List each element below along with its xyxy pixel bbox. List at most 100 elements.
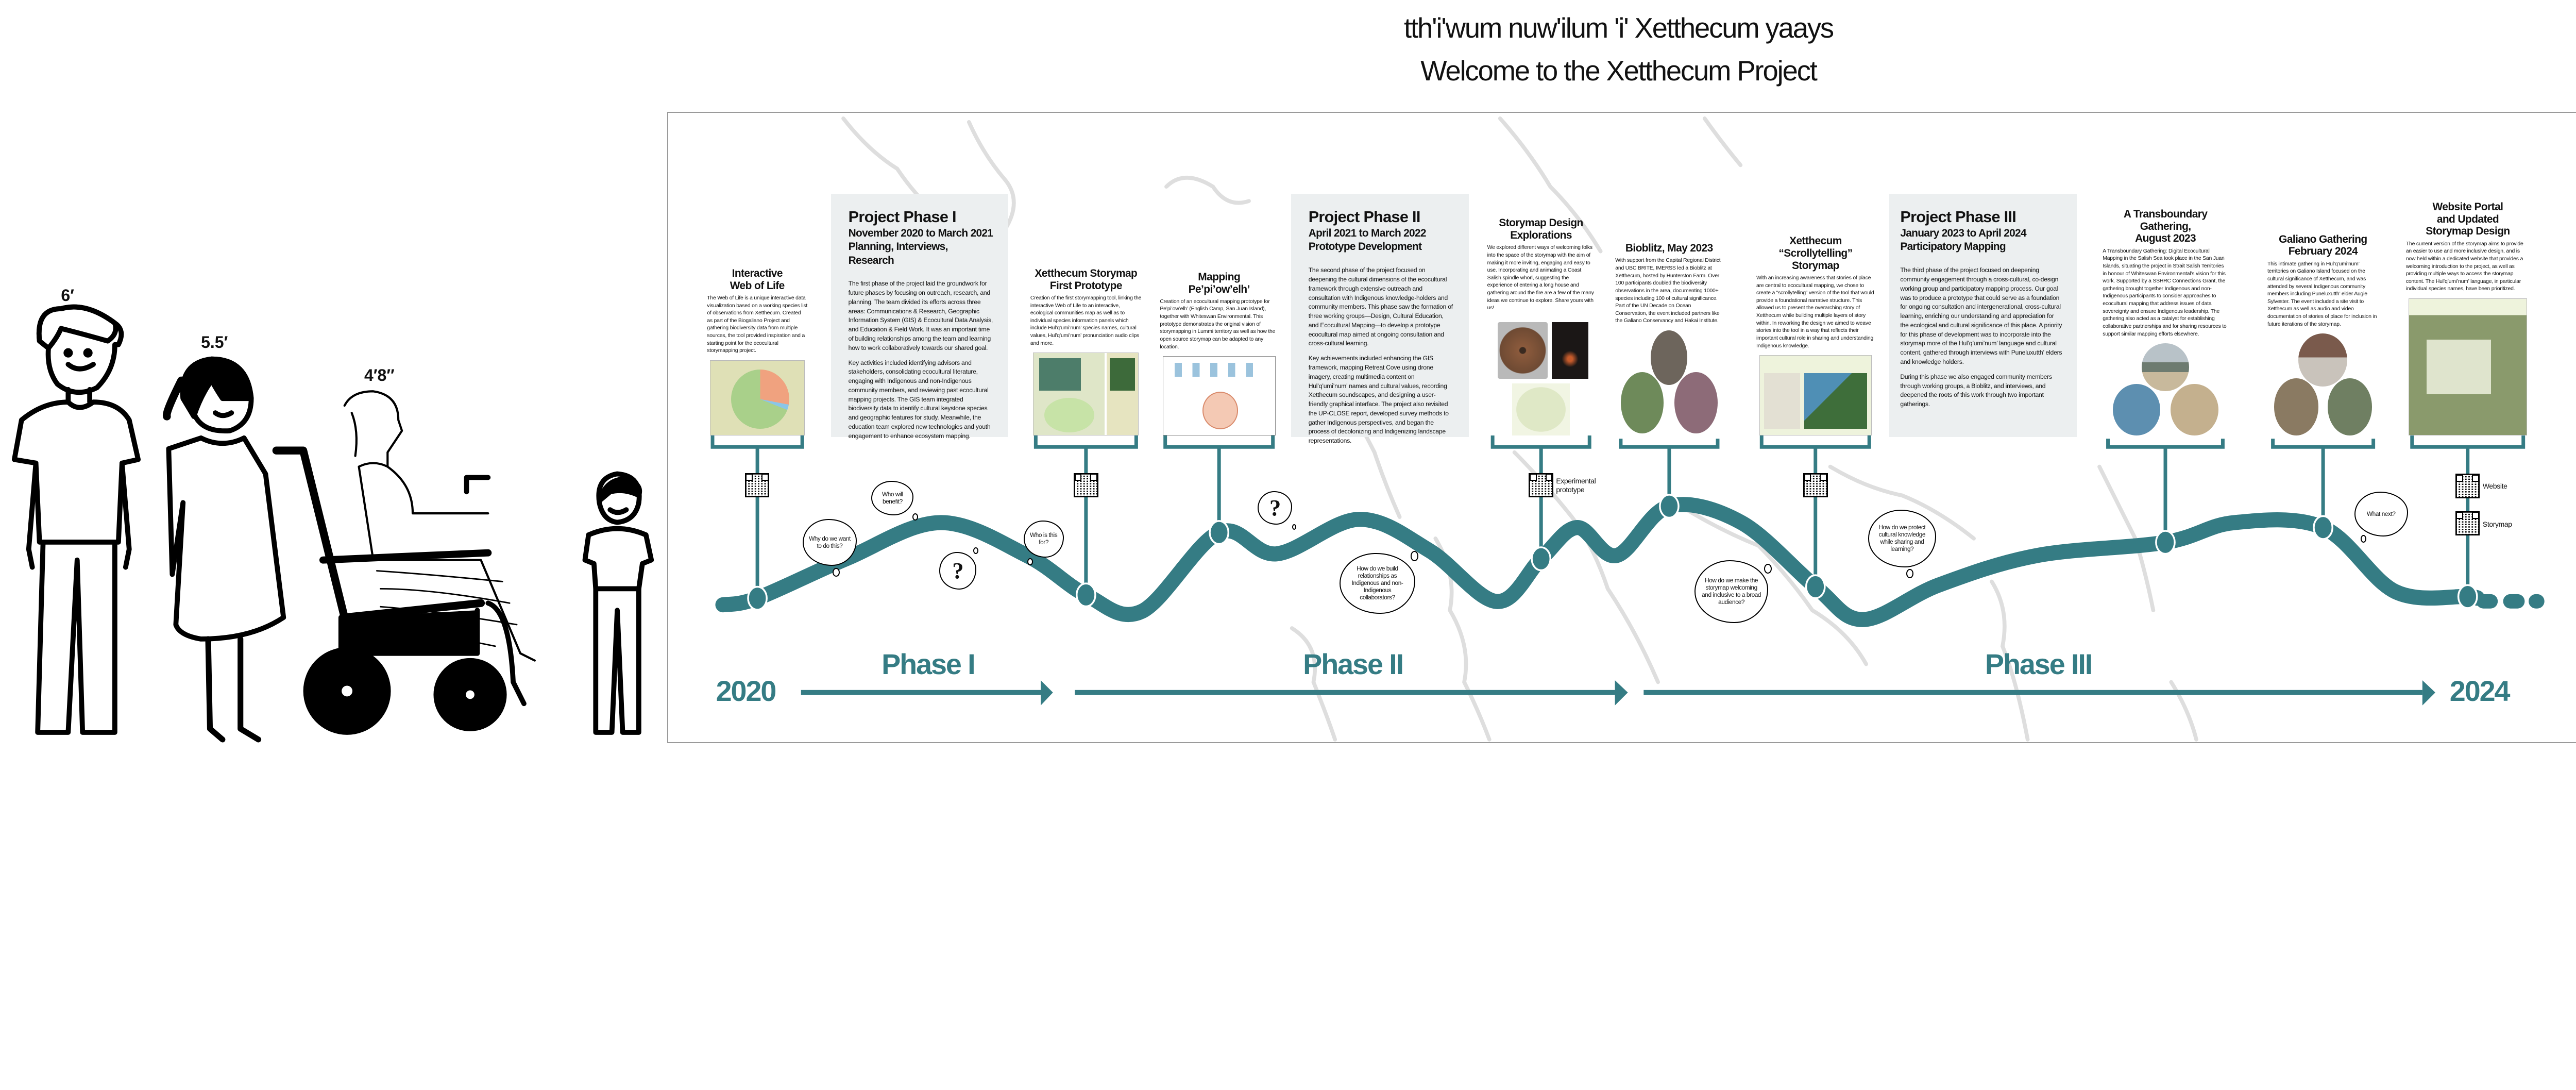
thought-bubble-dot	[1027, 558, 1033, 566]
height-label-wheelchair: 4′8″	[364, 365, 395, 384]
map-outline	[1828, 464, 1976, 541]
milestone-title: Xetthecum Storymap First Prototype	[1035, 267, 1138, 292]
milestone-title: Galiano Gathering February 2024	[2279, 233, 2367, 258]
thought-bubble-dot	[1410, 551, 1418, 561]
thought-bubble-dot	[912, 513, 918, 521]
arrow-head	[2422, 680, 2435, 706]
welcome-screen-image	[1512, 383, 1570, 435]
qr-code-first-prototype[interactable]	[1074, 473, 1098, 498]
qr-label-experimental: Experimental prototype	[1556, 477, 1596, 494]
thought-welcoming: How do we make the storymap welcoming an…	[1694, 560, 1768, 623]
map-outline	[1702, 116, 1743, 167]
bracket-line	[1163, 435, 1275, 449]
wheelchair-user-icon	[272, 390, 536, 735]
web-of-life-screenshot	[709, 360, 805, 435]
height-label-medium: 5.5′	[201, 332, 228, 351]
tall-person-icon	[11, 304, 141, 735]
mapping-screenshot	[1162, 356, 1276, 435]
website-screenshot	[2409, 298, 2527, 435]
milestone-first-prototype: Xetthecum Storymap First Prototype Creat…	[1030, 267, 1142, 435]
phase-1-panel: Project Phase I November 2020 to March 2…	[831, 194, 1009, 440]
river-tail-dots	[2476, 594, 2545, 609]
milestone-bioblitz: Bioblitz, May 2023 With support from the…	[1615, 242, 1723, 435]
fire-screen-image	[1551, 322, 1589, 379]
spindle-whorl-image	[1498, 322, 1548, 379]
thought-why: Why do we want to do this?	[803, 519, 857, 566]
timeline-phase-1-label: Phase I	[882, 648, 976, 681]
milestone-description: With support from the Capital Regional D…	[1615, 258, 1721, 324]
bioblitz-photos	[1615, 330, 1723, 435]
bracket-line	[1490, 435, 1591, 449]
map-outline	[2169, 680, 2198, 742]
height-label-tall: 6′	[61, 286, 74, 305]
phase-paragraph: Key achievements included enhancing the …	[1308, 355, 1449, 445]
thought-who-for: Who is this for?	[1023, 521, 1064, 558]
milestone-scrollytelling: Xetthecum “Scrollytelling” Storymap With…	[1756, 235, 1875, 435]
map-outline	[967, 120, 1016, 232]
timeline-node	[2457, 584, 2478, 609]
milestone-description: The current version of the storymap aims…	[2405, 241, 2523, 292]
milestone-transboundary-gathering: A Transboundary Gathering, August 2023 A…	[2103, 208, 2228, 435]
qr-code-storymap[interactable]	[2455, 511, 2480, 536]
qr-code-experimental-prototype[interactable]	[1529, 473, 1553, 498]
phase-focus: Prototype Development	[1308, 241, 1422, 253]
bracket-line	[2410, 435, 2526, 449]
qr-label-storymap: Storymap	[2482, 519, 2512, 528]
title-hulquminum: tth'i'wum nuw'ilum 'i' Xetthecum yaays	[1404, 12, 1834, 44]
timeline-node	[1805, 574, 1826, 599]
milestone-title: Storymap Design Explorations	[1499, 217, 1583, 242]
milestone-storymap-design: Storymap Design Explorations We explored…	[1487, 217, 1595, 435]
phase-title: Project Phase II	[1308, 208, 1421, 226]
map-outline	[1290, 626, 1337, 742]
phase-title: Project Phase III	[1900, 208, 2016, 226]
timeline-node	[1659, 494, 1680, 519]
bracket-line	[1033, 435, 1138, 449]
timeline-node	[2155, 530, 2176, 555]
river-tail-dot	[2503, 594, 2525, 609]
thought-who-benefits: Who will benefit?	[871, 481, 914, 516]
milestone-description: We explored different ways of welcoming …	[1487, 245, 1594, 311]
milestone-mapping-pepiowelh: Mapping Pe’pi’ow’elh’ Creation of an eco…	[1160, 271, 1278, 435]
river-tail-dot	[2529, 594, 2545, 609]
thought-bubble-dot	[1906, 569, 1914, 579]
river-tail-dot	[2476, 594, 2498, 609]
child-icon	[582, 471, 654, 735]
milestone-title: Interactive Web of Life	[730, 267, 785, 292]
milestone-description: With an increasing awareness that storie…	[1756, 275, 1874, 349]
phase-arrows	[801, 680, 2435, 706]
arrow-shaft	[1075, 690, 1615, 695]
phase-3-panel: Project Phase III January 2023 to April …	[1889, 194, 2077, 438]
bracket-line	[2106, 439, 2225, 449]
phase-paragraph: The first phase of the project laid the …	[848, 280, 993, 351]
phase-paragraph: The second phase of the project focused …	[1308, 266, 1453, 347]
qr-code-website[interactable]	[2455, 474, 2480, 498]
scrollytelling-screenshot	[1759, 355, 1872, 435]
thought-question-1: ?	[939, 552, 977, 590]
milestone-description: Creation of the first storymapping tool,…	[1030, 295, 1142, 346]
phase-focus: Participatory Mapping	[1900, 241, 2006, 253]
timeline-node	[1209, 520, 1230, 545]
thought-bubble-dot	[2361, 534, 2367, 543]
phase-focus: Planning, Interviews, Research	[848, 241, 948, 266]
milestone-description: A Transboundary Gathering: Digital Ecocu…	[2103, 248, 2227, 337]
first-prototype-screenshot	[1033, 353, 1139, 435]
qr-code-web-of-life[interactable]	[745, 473, 770, 498]
thought-bubble-dot	[973, 547, 978, 554]
milestone-description: This intimate gathering in Hul’q’umi’num…	[2267, 261, 2377, 327]
arrow-shaft	[801, 690, 1041, 695]
phase-paragraph: The third phase of the project focused o…	[1900, 266, 2062, 365]
bracket-line	[710, 435, 804, 449]
thought-bubble-dot	[833, 567, 840, 577]
thought-what-next: What next?	[2354, 492, 2408, 537]
galiano-photos	[2267, 333, 2379, 435]
timeline-start-year: 2020	[716, 675, 777, 707]
title-english: Welcome to the Xetthecum Project	[1420, 55, 1818, 87]
bracket-line	[2271, 439, 2376, 449]
map-outline	[1164, 176, 1251, 205]
timeline-phase-2-label: Phase II	[1303, 648, 1404, 681]
qr-code-scrollytelling[interactable]	[1803, 473, 1828, 498]
thought-question-2: ?	[1258, 491, 1293, 525]
timeline-phase-3-label: Phase III	[1985, 648, 2093, 681]
thought-bubble-dot	[1764, 563, 1772, 574]
medium-person-icon	[162, 356, 286, 743]
